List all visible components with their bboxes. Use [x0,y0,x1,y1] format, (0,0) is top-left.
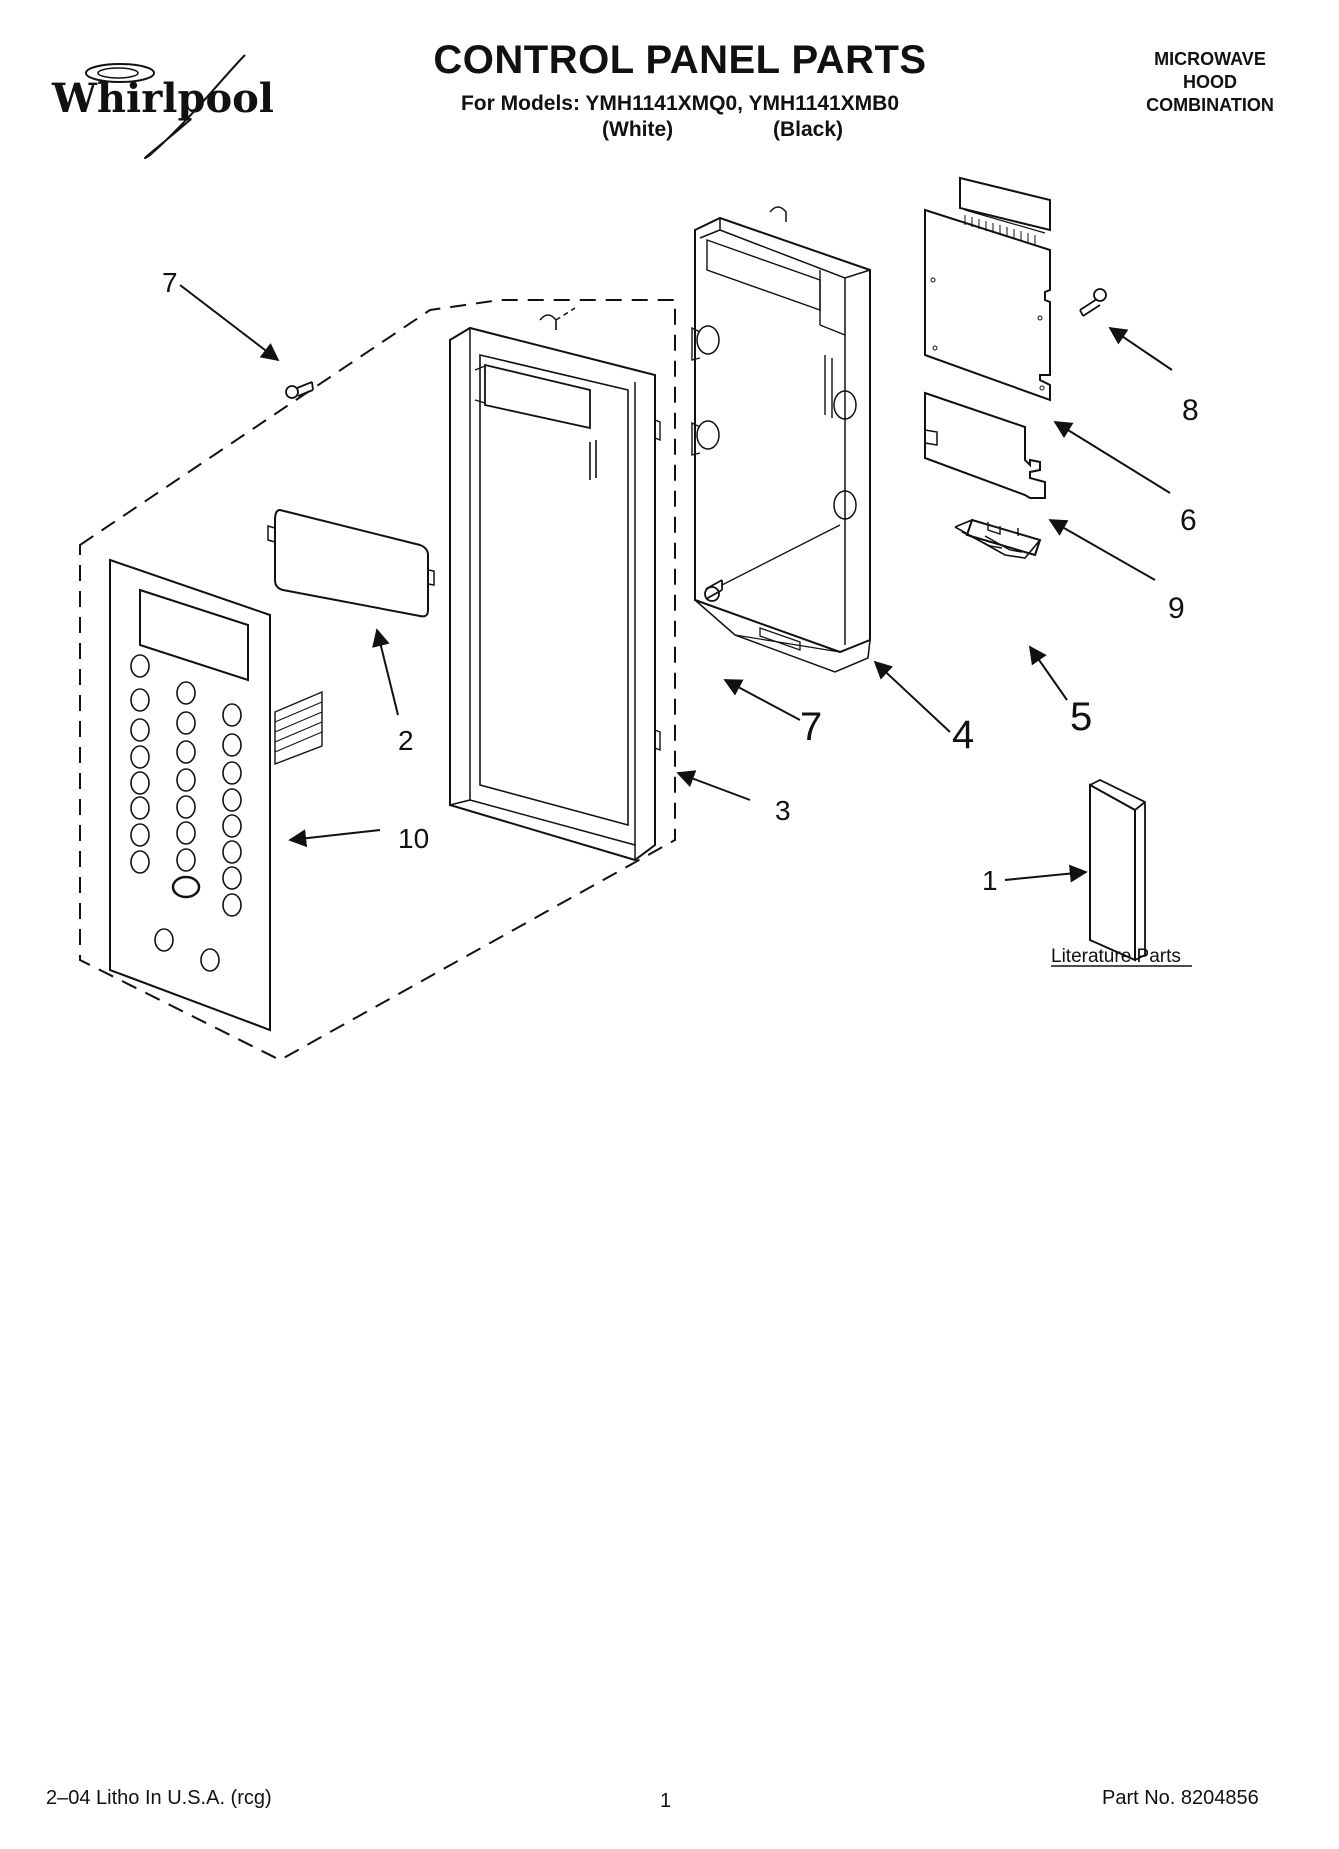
part-2-display-lens [267,508,435,618]
leader-7-upper [179,284,280,362]
callout-8: 8 [1182,394,1199,427]
part-1-literature [1089,778,1146,962]
leader-9 [1048,519,1156,581]
part-4-rear-housing [691,206,871,673]
logo-swirl-inner [97,67,139,79]
part-7-screw-lower [704,524,841,602]
part-7-screw-upper [285,381,314,399]
category-line-1: MICROWAVE [1154,49,1266,69]
callout-6: 6 [1180,504,1197,537]
callout-3: 3 [775,795,791,826]
exploded-parts-diagram: 7 2 10 3 7 4 5 8 6 9 1 Literature Parts [79,176,1199,1062]
callout-1: 1 [982,865,998,896]
variant-black: (Black) [773,118,844,141]
leader-5 [1028,645,1068,701]
product-category: MICROWAVE HOOD COMBINATION [1110,48,1310,117]
part-6-control-board [924,176,1051,402]
logo-wordmark: Whirlpool [51,75,274,122]
page-title: CONTROL PANEL PARTS [433,38,927,82]
part-3-control-panel-frame [449,307,661,862]
leader-3 [676,770,751,801]
category-line-2: HOOD [1183,72,1237,92]
callout-7-upper: 7 [162,267,178,298]
leader-4 [873,660,951,733]
part-8-screw [1079,288,1107,317]
callout-7-lower: 7 [800,705,822,749]
footer-part-number: Part No. 8204856 [1102,1787,1259,1809]
callout-9: 9 [1168,592,1185,625]
leader-8 [1108,326,1173,371]
leader-6 [1053,421,1171,494]
whirlpool-logo: Whirlpool [51,54,274,160]
leader-1 [1004,864,1088,883]
logo-swirl [85,63,155,83]
callout-10: 10 [398,823,429,854]
part-9-insulator [924,391,1046,499]
literature-parts-label: Literature Parts [1051,946,1181,967]
callout-5: 5 [1070,695,1092,739]
callout-2: 2 [398,725,414,756]
leader-7-lower [723,679,801,721]
model-variants: (White) (Black) [380,118,980,148]
variant-white: (White) [602,118,674,141]
part-5-clip [954,518,1042,559]
assembly-dashed-outline [79,299,676,1062]
leader-10 [288,829,381,848]
models-line: For Models: YMH1141XMQ0, YMH1141XMB0 [460,92,900,115]
leader-2 [372,628,399,716]
footer-litho: 2–04 Litho In U.S.A. (rcg) [46,1787,272,1809]
footer-page-number: 1 [660,1790,672,1812]
logo-swirl-tail [144,54,246,160]
category-line-3: COMBINATION [1146,95,1274,115]
callout-4: 4 [952,713,974,757]
part-10-keypad-overlay [109,558,323,1032]
